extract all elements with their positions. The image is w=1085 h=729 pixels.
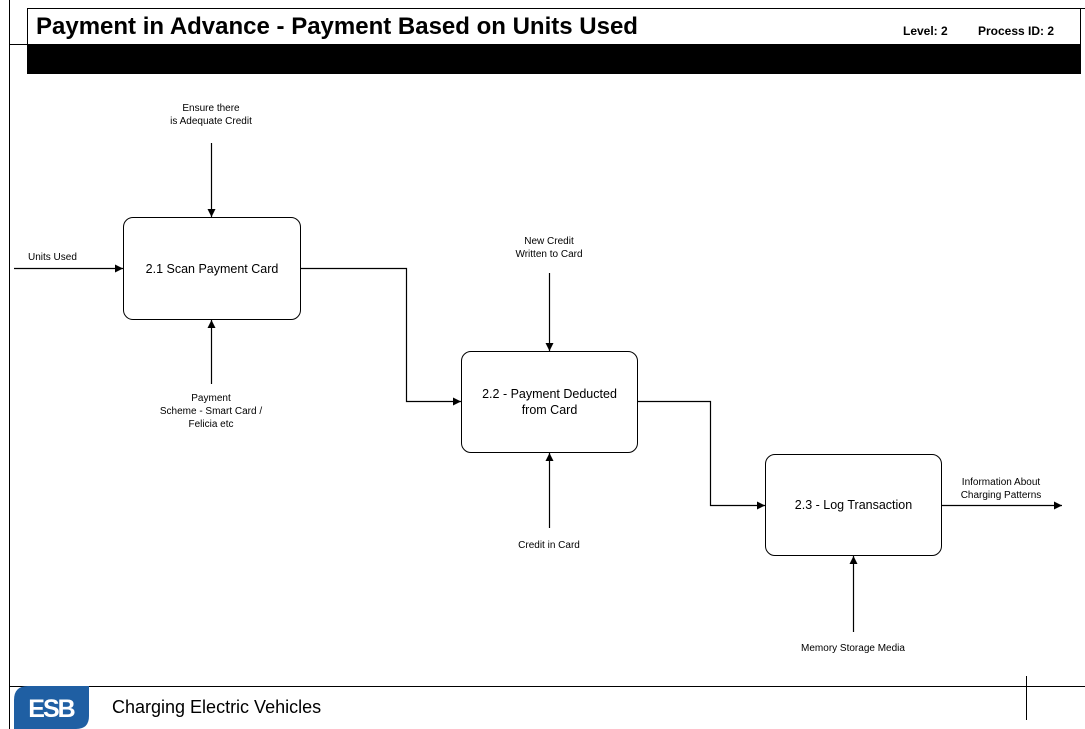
label-information-output: Information About Charging Patterns [960,477,1042,501]
label-new-credit: New Credit Written to Card [515,236,583,260]
process-2-3: 2.3 - Log Transaction [765,454,942,556]
header-bar [27,44,1080,74]
process-id-label: Process ID: 2 [978,24,1055,38]
svg-text:ESB: ESB [28,695,74,723]
label-units-used: Units Used [28,252,77,263]
process-2-1: 2.1 Scan Payment Card [123,217,301,320]
page-title: Payment in Advance - Payment Based on Un… [36,13,638,40]
footer-title: Charging Electric Vehicles [112,697,322,717]
arrow-2-2-to-2-3 [638,400,765,510]
label-ensure-credit: Ensure there is Adequate Credit [170,103,252,127]
label-payment-scheme: Payment Scheme - Smart Card / Felicia et… [159,393,263,430]
level-label: Level: 2 [903,24,948,38]
label-memory-storage: Memory Storage Media [801,643,905,654]
arrow-2-1-to-2-2 [301,267,461,406]
process-2-2: 2.2 - Payment Deducted from Card [461,351,638,453]
label-credit-in-card: Credit in Card [518,540,580,551]
